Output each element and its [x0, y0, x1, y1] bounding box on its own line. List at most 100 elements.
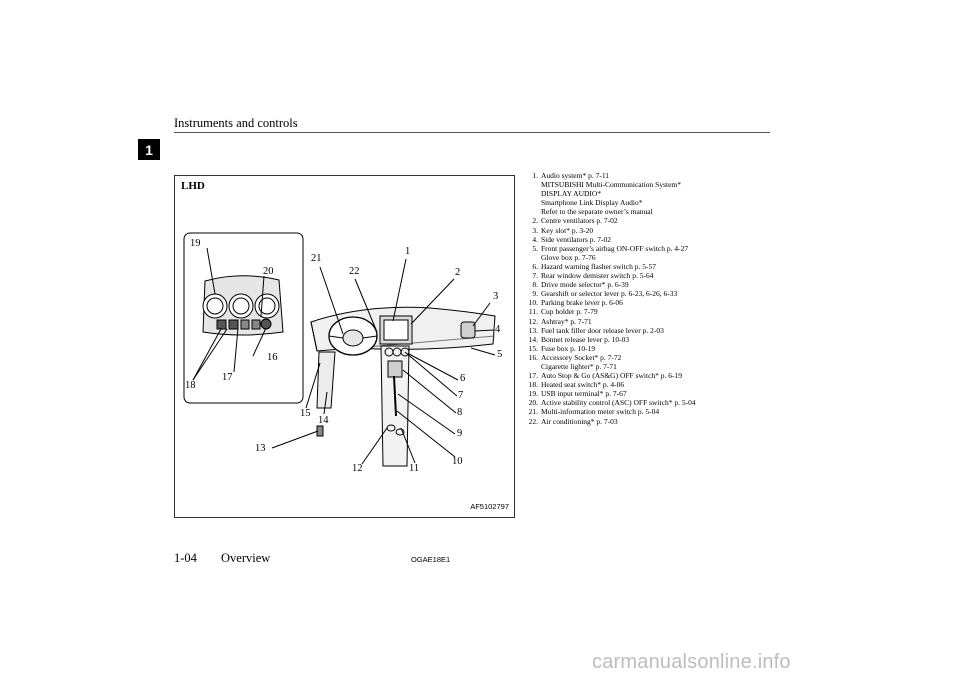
watermark[interactable]: carmanualsonline.info	[592, 651, 791, 673]
legend-item: 15.Fuse box p. 10-19	[524, 344, 774, 353]
footer-doc-code: OGAE18E1	[411, 555, 451, 564]
legend-item-number: 20.	[528, 398, 538, 408]
legend-item: 17.Auto Stop & Go (AS&G) OFF switch* p. …	[524, 371, 774, 380]
legend-line: USB input terminal* p. 7-67	[541, 389, 627, 399]
legend-item: 21.Multi-information meter switch p. 5-0…	[524, 407, 774, 416]
legend-item-text: Fuse box p. 10-19	[541, 344, 774, 353]
legend-item-text: Centre ventilators p. 7-02	[541, 216, 774, 225]
figure-code: AF5102797	[470, 502, 509, 511]
legend-line: Multi-information meter switch p. 5-04	[541, 407, 660, 417]
legend-line: Key slot* p. 3-20	[541, 225, 594, 235]
callout-8: 8	[457, 407, 463, 418]
legend-item-number: 18.	[528, 380, 538, 390]
legend-item-number: 6.	[532, 261, 538, 271]
callout-5: 5	[497, 349, 503, 360]
dashboard-figure: LHD AF5102797 1 2 3 4 5 6 7 8 9 10 11 12…	[174, 175, 515, 518]
legend-item: 10.Parking brake lever p. 6-06	[524, 298, 774, 307]
callout-18: 18	[185, 380, 196, 391]
legend-item-text: Key slot* p. 3-20	[541, 226, 774, 235]
legend-item-text: Cup holder p. 7-79	[541, 307, 774, 316]
legend-item-text: Rear window demister switch p. 5-64	[541, 271, 774, 280]
legend-item-text: Gearshift or selector lever p. 6-23, 6-2…	[541, 289, 774, 298]
callout-16: 16	[267, 352, 278, 363]
callout-1: 1	[405, 246, 411, 257]
legend-line: Fuse box p. 10-19	[541, 343, 596, 353]
legend-item-text: Multi-information meter switch p. 5-04	[541, 407, 774, 416]
legend-item: 8.Drive mode selector* p. 6-39	[524, 280, 774, 289]
legend-item: 2.Centre ventilators p. 7-02	[524, 216, 774, 225]
callout-7: 7	[458, 390, 464, 401]
legend-item-number: 13.	[528, 325, 538, 335]
callout-6: 6	[460, 373, 466, 384]
legend-line: Air conditioning* p. 7-03	[541, 416, 618, 426]
legend-item-text: Hazard warning flasher switch p. 5-57	[541, 262, 774, 271]
chapter-tab[interactable]: 1	[138, 139, 160, 160]
legend-item-text: Air conditioning* p. 7-03	[541, 417, 774, 426]
legend-item-number: 10.	[528, 298, 538, 308]
callout-22: 22	[349, 266, 360, 277]
legend-item-text: Auto Stop & Go (AS&G) OFF switch* p. 6-1…	[541, 371, 774, 380]
legend-item-text: USB input terminal* p. 7-67	[541, 389, 774, 398]
legend-item-text: Drive mode selector* p. 6-39	[541, 280, 774, 289]
callout-13: 13	[255, 443, 266, 454]
callout-15: 15	[300, 408, 311, 419]
legend-line: Hazard warning flasher switch p. 5-57	[541, 261, 656, 271]
legend-item-text: Bonnet release lever p. 10-03	[541, 335, 774, 344]
legend-item-text: Fuel tank filler door release lever p. 2…	[541, 326, 774, 335]
legend-line: Glove box p. 7-76	[541, 252, 596, 262]
callout-20: 20	[263, 266, 274, 277]
legend-line: Refer to the separate owner’s manual	[541, 207, 653, 217]
legend-line: DISPLAY AUDIO*	[541, 189, 602, 199]
footer-page-number: 1-04	[174, 551, 197, 565]
legend-item: 22.Air conditioning* p. 7-03	[524, 417, 774, 426]
legend-line: Cigarette lighter* p. 7-71	[541, 361, 617, 371]
legend-line: MITSUBISHI Multi-Communication System*	[541, 180, 682, 190]
legend-item-text: Heated seat switch* p. 4-06	[541, 380, 774, 389]
legend-item: 20.Active stability control (ASC) OFF sw…	[524, 398, 774, 407]
legend-item: 13.Fuel tank filler door release lever p…	[524, 326, 774, 335]
legend-item-number: 21.	[528, 407, 538, 417]
legend-line: Ashtray* p. 7-71	[541, 316, 592, 326]
legend-item-number: 22.	[528, 416, 538, 426]
callout-21: 21	[311, 253, 322, 264]
dashboard-illustration	[183, 232, 496, 467]
callout-4: 4	[495, 324, 501, 335]
legend-item: 11.Cup holder p. 7-79	[524, 307, 774, 316]
legend-line: Rear window demister switch p. 5-64	[541, 271, 654, 281]
callout-11: 11	[409, 463, 420, 474]
callout-9: 9	[457, 428, 463, 439]
legend-item-number: 17.	[528, 371, 538, 381]
legend-item-number: 15.	[528, 343, 538, 353]
legend-item: 14.Bonnet release lever p. 10-03	[524, 335, 774, 344]
legend-line: Audio system* p. 7-11	[541, 171, 610, 180]
callout-17: 17	[222, 372, 233, 383]
legend-item-text: Front passenger’s airbag ON-OFF switch p…	[541, 244, 774, 262]
legend-item: 3.Key slot* p. 3-20	[524, 226, 774, 235]
legend-item: 4.Side ventilators p. 7-02	[524, 235, 774, 244]
legend-item: 7.Rear window demister switch p. 5-64	[524, 271, 774, 280]
legend-item: 9.Gearshift or selector lever p. 6-23, 6…	[524, 289, 774, 298]
legend-item-number: 2.	[532, 216, 538, 226]
callout-10: 10	[452, 456, 463, 467]
legend-item-number: 19.	[528, 389, 538, 399]
footer-section-name: Overview	[221, 551, 271, 565]
legend-item-number: 1.	[532, 171, 538, 180]
callout-3: 3	[493, 291, 499, 302]
legend-item-number: 3.	[532, 225, 538, 235]
section-title: Instruments and controls	[174, 116, 298, 130]
legend-item: 6.Hazard warning flasher switch p. 5-57	[524, 262, 774, 271]
legend-line: Smartphone Link Display Audio*	[541, 198, 643, 208]
legend-line: Side ventilators p. 7-02	[541, 234, 611, 244]
legend-line: Parking brake lever p. 6-06	[541, 298, 623, 308]
legend-item-number: 4.	[532, 234, 538, 244]
legend-item-number: 16.	[528, 352, 538, 362]
legend-item-number: 14.	[528, 334, 538, 344]
legend-line: Accessory Socket* p. 7-72	[541, 352, 622, 362]
legend-line: Centre ventilators p. 7-02	[541, 216, 618, 226]
legend-item-number: 5.	[532, 243, 538, 253]
